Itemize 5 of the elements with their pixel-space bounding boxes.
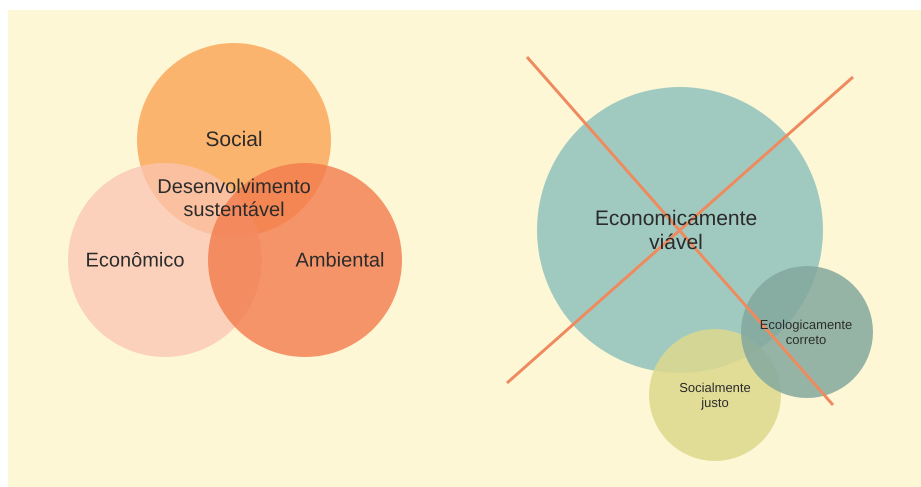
circle-label: Econômico: [84, 250, 186, 272]
overlap-label: Desenvolvimento sustentável: [156, 176, 312, 222]
circle-label: Ambiental: [294, 250, 386, 272]
circle-label: Social: [204, 128, 264, 152]
circle-label: Socialmente justo: [678, 381, 752, 411]
